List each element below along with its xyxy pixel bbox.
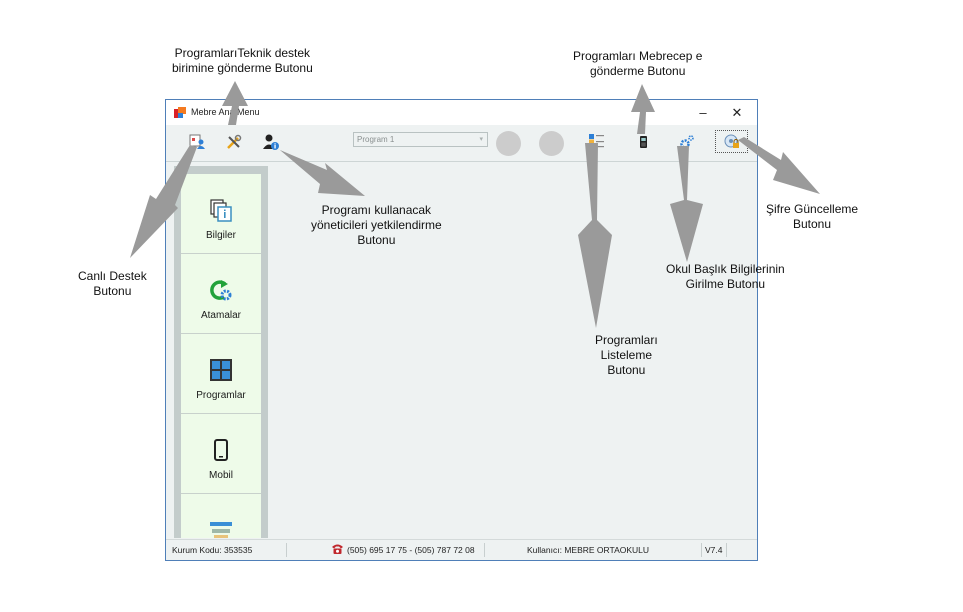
annotation-line: Butonu bbox=[93, 284, 132, 298]
sidebar-item-label: Programlar bbox=[196, 390, 246, 401]
current-user: Kullanıcı: MEBRE ORTAOKULU bbox=[527, 545, 650, 555]
main-window: Mebre Ana Menu – ✕ bbox=[165, 99, 758, 561]
sidebar-item-bilgiler[interactable]: Bilgiler bbox=[181, 174, 261, 254]
info-pages-icon bbox=[210, 199, 232, 222]
window-title: Mebre Ana Menu bbox=[191, 107, 260, 117]
minimize-button[interactable]: – bbox=[699, 105, 707, 120]
toolbar: Program 1 ▾ bbox=[166, 125, 757, 162]
sidebar-item-label: Bilgiler bbox=[205, 230, 236, 241]
mobile-phone-icon bbox=[640, 136, 647, 148]
tools-icon bbox=[227, 134, 242, 149]
sidebar: Bilgiler Atamalar Programlar bbox=[181, 174, 261, 538]
sidebar-item-atamalar[interactable]: Atamalar bbox=[181, 254, 261, 334]
annotation-line: Şifre Güncelleme bbox=[766, 202, 859, 216]
assignment-refresh-icon bbox=[210, 280, 232, 301]
chevron-down-icon: ▾ bbox=[479, 136, 483, 143]
grid-icon bbox=[210, 359, 232, 381]
mobile-send-button[interactable] bbox=[635, 133, 653, 151]
annotation-line: gönderme Butonu bbox=[589, 64, 686, 78]
round-button-2[interactable] bbox=[539, 131, 564, 156]
password-lock-icon bbox=[724, 134, 739, 148]
annotation-line: Butonu bbox=[607, 363, 646, 377]
annotation-program-list: Programları Listeleme Butonu bbox=[595, 333, 658, 378]
version: V7.4 bbox=[705, 545, 723, 555]
phone-icon bbox=[331, 543, 344, 557]
annotation-line: Girilme Butonu bbox=[685, 277, 766, 291]
live-support-button[interactable] bbox=[188, 133, 206, 151]
tech-support-send-button[interactable] bbox=[225, 133, 243, 151]
program-select[interactable]: Program 1 ▾ bbox=[353, 132, 488, 147]
title-bar: Mebre Ana Menu – ✕ bbox=[166, 100, 757, 125]
sidebar-item-mobil[interactable]: Mobil bbox=[181, 414, 261, 494]
sidebar-item-more[interactable] bbox=[181, 494, 261, 538]
status-bar: Kurum Kodu: 353535 (505) 695 17 75 - (50… bbox=[166, 539, 757, 560]
institution-code: Kurum Kodu: 353535 bbox=[172, 545, 253, 555]
sidebar-item-label: Mobil bbox=[209, 470, 233, 481]
app-logo-icon bbox=[174, 107, 188, 119]
annotation-line: birimine gönderme Butonu bbox=[172, 61, 313, 75]
annotation-live-support: Canlı Destek Butonu bbox=[78, 269, 147, 299]
annotation-tech-support: ProgramlarıTeknik destek birimine gönder… bbox=[172, 46, 313, 76]
sidebar-frame: Bilgiler Atamalar Programlar bbox=[174, 166, 268, 538]
annotation-school-header: Okul Başlık Bilgilerinin Girilme Butonu bbox=[666, 262, 785, 292]
close-button[interactable]: ✕ bbox=[731, 105, 743, 120]
program-list-button[interactable] bbox=[588, 133, 606, 151]
annotation-line: yöneticileri yetkilendirme bbox=[311, 218, 442, 232]
list-icon bbox=[210, 522, 232, 538]
annotation-authorize: Programı kullanacak yöneticileri yetkile… bbox=[311, 203, 442, 248]
annotation-line: Canlı Destek bbox=[78, 269, 147, 283]
annotation-line: Okul Başlık Bilgilerinin bbox=[666, 262, 785, 276]
annotation-password: Şifre Güncelleme Butonu bbox=[766, 202, 858, 232]
round-button-1[interactable] bbox=[496, 131, 521, 156]
program-select-value: Program 1 bbox=[357, 135, 395, 144]
gears-icon bbox=[680, 135, 694, 149]
annotation-line: Programı kullanacak bbox=[321, 203, 432, 217]
annotation-mebrecep: Programları Mebrecep e gönderme Butonu bbox=[573, 49, 702, 79]
school-header-settings-button[interactable] bbox=[678, 133, 696, 151]
annotation-line: Butonu bbox=[793, 217, 832, 231]
annotation-line: ProgramlarıTeknik destek bbox=[174, 46, 311, 60]
user-authorize-button[interactable] bbox=[262, 133, 280, 151]
sidebar-item-programlar[interactable]: Programlar bbox=[181, 334, 261, 414]
support-phone: (505) 695 17 75 - (505) 787 72 08 bbox=[347, 545, 475, 555]
sidebar-item-label: Atamalar bbox=[200, 310, 241, 321]
annotation-line: Listeleme bbox=[600, 348, 653, 362]
annotation-line: Programları Mebrecep e bbox=[573, 49, 703, 63]
annotation-line: Programları bbox=[595, 333, 658, 347]
password-update-button[interactable] bbox=[715, 130, 748, 153]
user-info-icon bbox=[263, 134, 279, 150]
live-support-icon bbox=[189, 134, 205, 149]
program-list-icon bbox=[589, 134, 604, 150]
annotation-line: Butonu bbox=[357, 233, 396, 247]
mobile-icon bbox=[214, 439, 228, 461]
